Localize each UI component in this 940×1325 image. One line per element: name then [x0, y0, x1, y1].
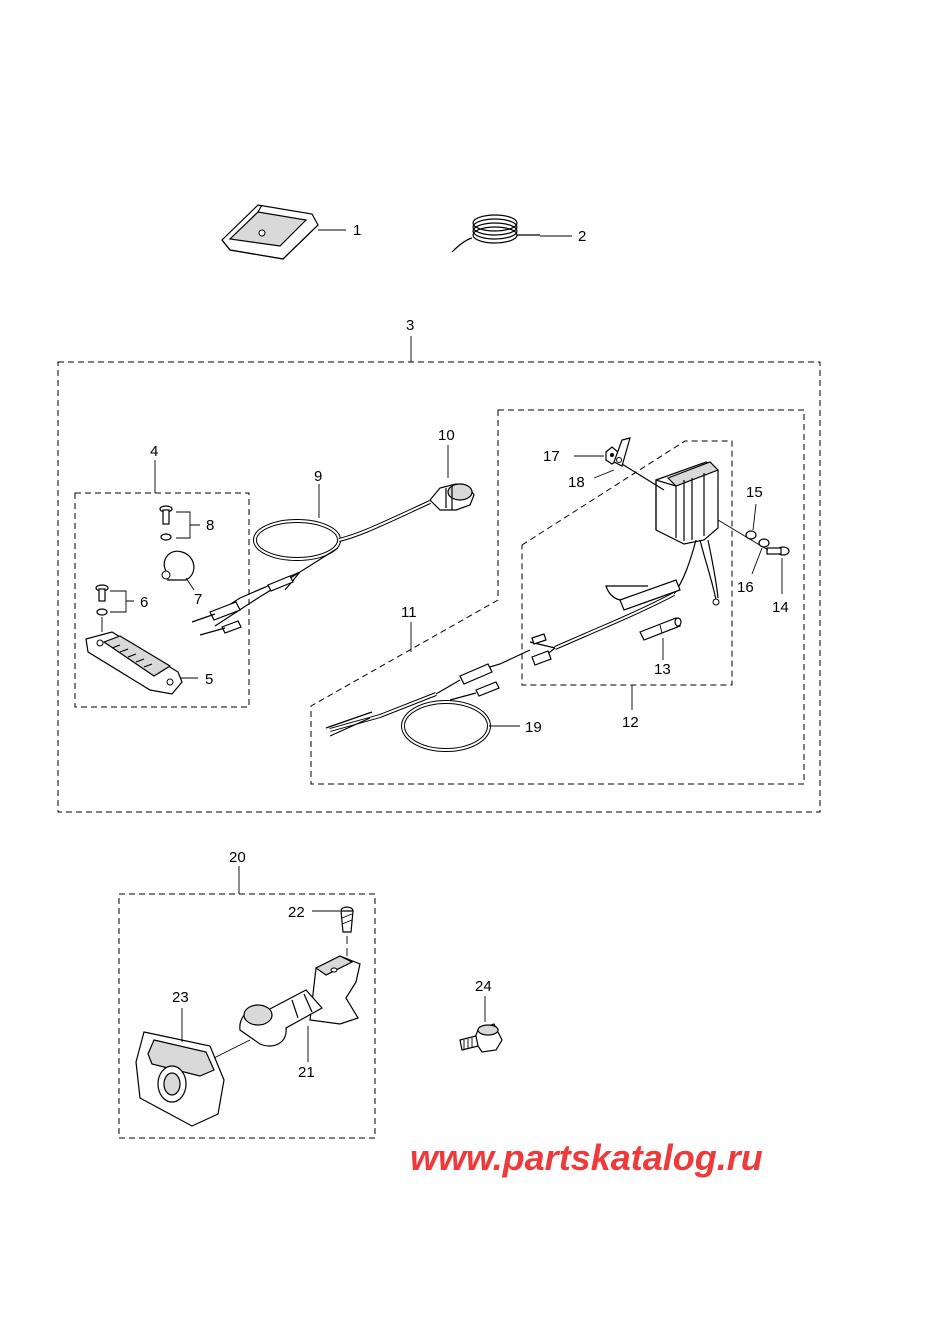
- plug-holder-part: [85, 631, 183, 695]
- washer-16-part: [758, 538, 770, 548]
- screw-6-part: [95, 584, 109, 632]
- callout-12: 12: [622, 714, 639, 731]
- callout-2: 2: [578, 228, 586, 245]
- callout-18: 18: [568, 474, 585, 491]
- leader-7: [185, 577, 195, 591]
- leader-16: [751, 547, 763, 575]
- leader-8: [176, 511, 200, 539]
- screw-line-14: [717, 519, 769, 551]
- fuse-holder-wire: [529, 579, 681, 666]
- callout-21: 21: [298, 1064, 315, 1081]
- callout-5: 5: [205, 671, 213, 688]
- screw-14-part: [766, 546, 790, 556]
- callout-22: 22: [288, 904, 305, 921]
- group-box-11: [310, 409, 805, 785]
- manual-pouch-part: [221, 204, 319, 260]
- callout-24: 24: [475, 978, 492, 995]
- callout-16: 16: [737, 579, 754, 596]
- callout-11: 11: [401, 604, 417, 621]
- group-box-3: [57, 361, 821, 813]
- rectifier-part: [621, 461, 720, 606]
- watermark-text: www.partskatalog.ru: [410, 1137, 763, 1178]
- fuse-part: [639, 617, 682, 641]
- panel-23-part: [135, 1031, 251, 1127]
- callout-20: 20: [229, 849, 246, 866]
- cable-clamp-part: [161, 550, 195, 581]
- harness-9-part: [191, 500, 431, 636]
- terminal-18-part: [613, 437, 631, 467]
- callout-19: 19: [525, 719, 542, 736]
- callout-4: 4: [150, 443, 158, 460]
- callout-23: 23: [172, 989, 189, 1006]
- leader-6: [110, 590, 134, 613]
- callout-15: 15: [746, 484, 763, 501]
- coil-spring-part: [451, 214, 540, 253]
- screw-8-part: [159, 505, 173, 541]
- leader-18: [593, 469, 615, 479]
- bracket-21-part: [239, 955, 361, 1047]
- callout-10: 10: [438, 427, 455, 444]
- screw-22-part: [340, 906, 354, 956]
- callout-3: 3: [406, 317, 414, 334]
- leader-15: [752, 503, 757, 531]
- callout-6: 6: [140, 594, 148, 611]
- harness-11-part: [325, 649, 531, 752]
- group-box-4: [74, 492, 250, 708]
- knob-24-part: [459, 1023, 503, 1053]
- group-box-12: [521, 440, 733, 686]
- callout-13: 13: [654, 661, 671, 678]
- callout-17: 17: [543, 448, 560, 465]
- callout-7: 7: [194, 591, 202, 608]
- grommet-part: [429, 483, 475, 511]
- callout-14: 14: [772, 599, 789, 616]
- washer-15-part: [745, 530, 757, 540]
- callout-9: 9: [314, 468, 322, 485]
- callout-8: 8: [206, 517, 214, 534]
- callout-1: 1: [353, 222, 361, 239]
